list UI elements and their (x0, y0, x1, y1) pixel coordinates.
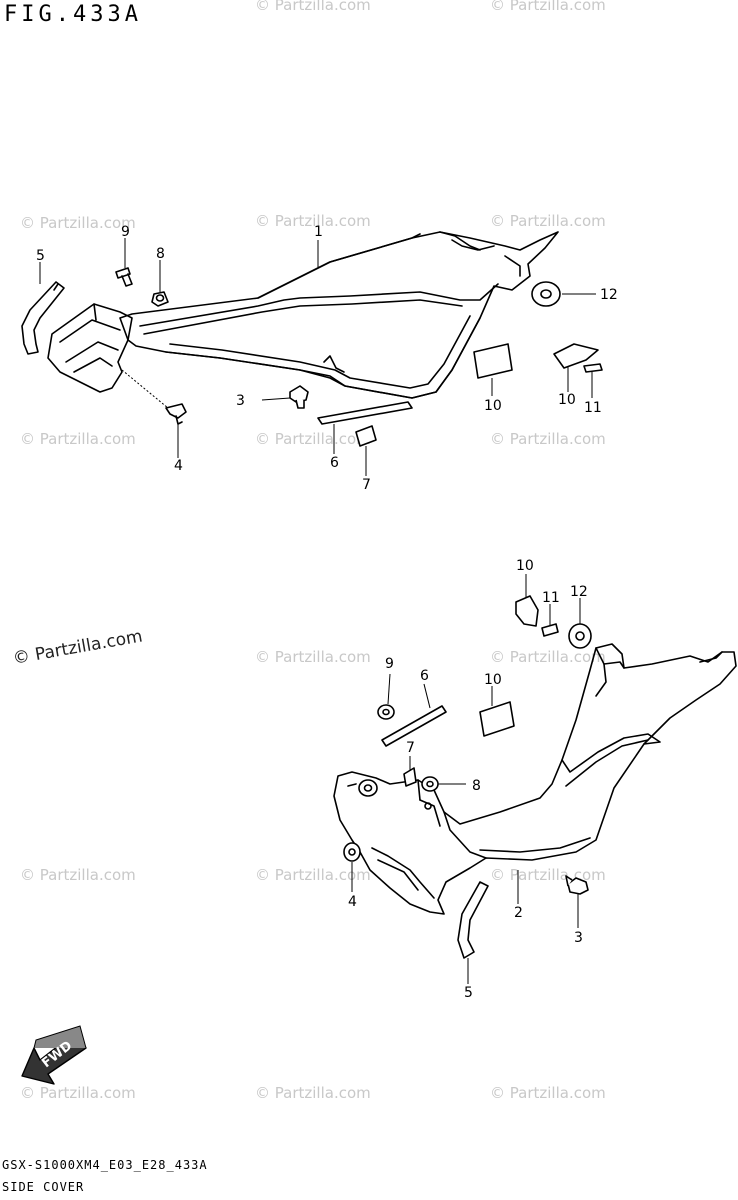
watermark: © Partzilla.com (490, 648, 606, 666)
part-10-pad (553, 343, 599, 369)
part-4-clip (165, 403, 187, 425)
callout-9: 9 (121, 224, 130, 240)
watermark: © Partzilla.com (20, 430, 136, 448)
watermark: © Partzilla.com (490, 430, 606, 448)
callout-4: 4 (348, 894, 357, 910)
watermark: © Partzilla.com (255, 0, 371, 14)
part-8-grommet (421, 776, 439, 792)
callout-3: 3 (574, 930, 583, 946)
part-11-pad (541, 623, 559, 637)
callout-12: 12 (570, 584, 588, 600)
part-7-pad (403, 767, 417, 787)
callout-4: 4 (174, 458, 183, 474)
callout-10: 10 (516, 558, 534, 574)
watermark: © Partzilla.com (490, 0, 606, 14)
callout-12: 12 (600, 287, 618, 303)
part-9-grommet (377, 704, 395, 720)
part-10-pad (473, 343, 513, 379)
watermark: © Partzilla.com (490, 1084, 606, 1102)
watermark: © Partzilla.com (255, 648, 371, 666)
callout-10: 10 (558, 392, 576, 408)
part-5-hose (21, 281, 65, 355)
callout-10: 10 (484, 672, 502, 688)
callout-5: 5 (464, 985, 473, 1001)
watermark: © Partzilla.com (255, 866, 371, 884)
part-2-side-cover (333, 643, 737, 915)
callout-10: 10 (484, 398, 502, 414)
lower-assembly: 2 3 4 5 6 7 8 9 10 10 11 12 (333, 558, 737, 1001)
callout-6: 6 (330, 455, 339, 471)
callout-11: 11 (542, 590, 560, 606)
part-air-duct (47, 303, 133, 393)
watermark: © Partzilla.com (20, 866, 136, 884)
part-3-bolt (289, 385, 309, 409)
watermark: © Partzilla.com (255, 1084, 371, 1102)
callout-5: 5 (36, 248, 45, 264)
part-5-hose (457, 881, 489, 959)
watermark: © Partzilla.com (11, 626, 144, 668)
watermark: © Partzilla.com (20, 1084, 136, 1102)
upper-assembly: 1 3 4 5 6 7 8 9 10 10 11 12 (21, 224, 618, 493)
part-4-grommet (343, 842, 361, 862)
part-10-pad (479, 701, 515, 737)
figure-title: FIG.433A (4, 2, 142, 27)
callout-9: 9 (385, 656, 394, 672)
model-code: GSX-S1000XM4_E03_E28_433A (2, 1158, 208, 1172)
part-9-clip (115, 267, 133, 287)
part-12-grommet (531, 281, 561, 307)
part-11-pad (583, 363, 603, 373)
watermark-layer: © Partzilla.com © Partzilla.com © Partzi… (11, 0, 605, 1102)
watermark: © Partzilla.com (490, 866, 606, 884)
part-10-pad (515, 595, 539, 627)
callout-7: 7 (406, 740, 415, 756)
watermark: © Partzilla.com (20, 214, 136, 232)
callout-3: 3 (236, 393, 245, 409)
part-12-grommet (568, 623, 592, 649)
part-3-bolt (565, 875, 589, 895)
callout-7: 7 (362, 477, 371, 493)
callout-8: 8 (472, 778, 481, 794)
fwd-arrow-icon: FWD (21, 1025, 87, 1085)
callout-11: 11 (584, 400, 602, 416)
watermark: © Partzilla.com (255, 212, 371, 230)
part-6-strip (381, 705, 447, 747)
part-7-pad (355, 425, 377, 447)
callout-8: 8 (156, 246, 165, 262)
callout-1: 1 (314, 224, 323, 240)
callout-2: 2 (514, 905, 523, 921)
watermark: © Partzilla.com (255, 430, 371, 448)
part-8-grommet (151, 291, 169, 307)
callout-6: 6 (420, 668, 429, 684)
watermark: © Partzilla.com (490, 212, 606, 230)
figure-caption: SIDE COVER (2, 1180, 85, 1194)
part-6-strip (317, 401, 413, 425)
